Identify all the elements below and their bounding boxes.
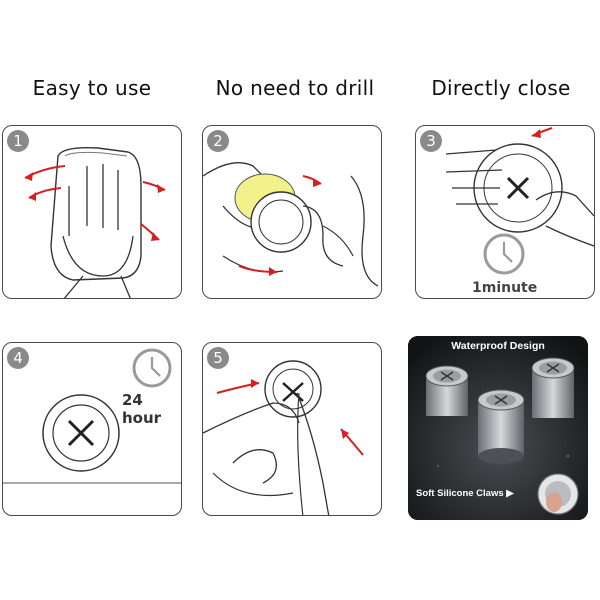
step-panel-4: 4 24 hour xyxy=(2,342,182,516)
arrow-icon xyxy=(531,127,553,138)
step-number: 2 xyxy=(207,130,229,152)
step-number: 4 xyxy=(7,347,29,369)
product-photo xyxy=(408,336,588,520)
heading-easy-to-use: Easy to use xyxy=(32,76,152,100)
cross-mark-icon xyxy=(67,419,95,447)
photo-label-soft-silicone-claws: Soft Silicone Claws ▶ xyxy=(416,488,514,499)
step-number: 1 xyxy=(7,130,29,152)
arrow-icon xyxy=(216,379,364,456)
heading-no-need-to-drill: No need to drill xyxy=(215,76,375,100)
clock-icon xyxy=(483,233,525,275)
clock-icon xyxy=(132,348,172,388)
step-caption-24-hour: 24 hour xyxy=(122,391,162,427)
hand-peeling-pad-illustration xyxy=(203,162,379,287)
product-photo-panel: Waterproof Design Soft Silicone Claws ▶ xyxy=(408,336,588,520)
hands-pressing-illustration xyxy=(445,143,594,247)
step-number: 3 xyxy=(420,130,442,152)
step-number: 5 xyxy=(207,347,229,369)
heading-directly-close: Directly close xyxy=(431,76,571,100)
photo-title-waterproof: Waterproof Design xyxy=(451,340,545,352)
arrow-icon xyxy=(24,165,166,241)
step-panel-2: 2 xyxy=(202,125,382,299)
step-panel-5: 5 xyxy=(202,342,382,516)
hand-hanging-towel-illustration xyxy=(203,360,330,515)
step-panel-3: 3 1minute xyxy=(415,125,595,299)
arrow-icon xyxy=(238,175,322,276)
step-panel-1: 1 xyxy=(2,125,182,299)
hand-wiping-illustration xyxy=(50,146,142,298)
step-caption-1minute: 1minute xyxy=(472,280,538,296)
